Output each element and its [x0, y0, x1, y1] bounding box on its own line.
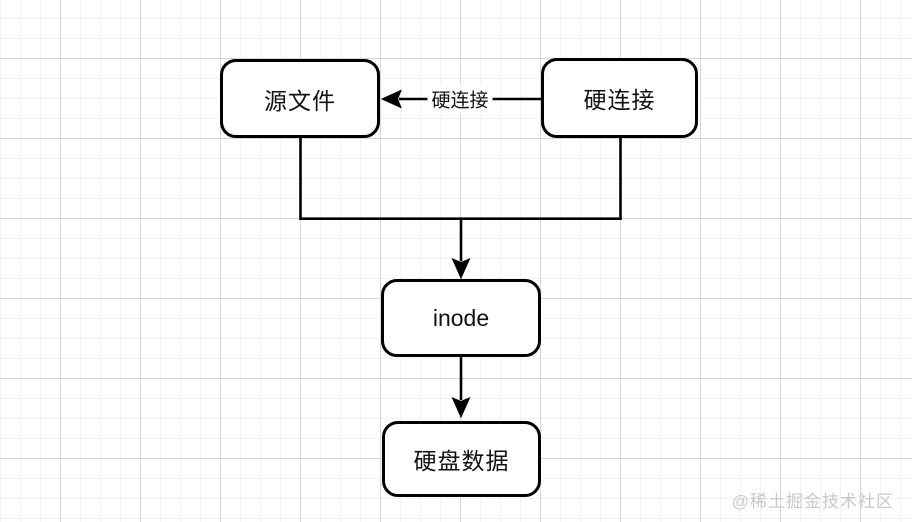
node-source-file: 源文件: [220, 59, 380, 138]
node-disk-data: 硬盘数据: [382, 421, 541, 497]
node-inode: inode: [381, 279, 541, 357]
edge-inode-to-disk-arrowhead-icon: [451, 397, 471, 419]
node-hard-link-label: 硬连接: [583, 87, 656, 113]
node-source-file-label: 源文件: [264, 87, 336, 114]
edge-merge-junction-line: [299, 138, 622, 220]
node-hard-link: 硬连接: [541, 58, 698, 138]
watermark: @稀土掘金技术社区: [731, 492, 894, 511]
node-inode-label: inode: [432, 304, 490, 331]
edge-hardlink-label: 硬连接: [427, 84, 493, 114]
node-disk-data-label: 硬盘数据: [413, 448, 510, 474]
edge-junction-to-inode-arrowhead-icon: [451, 258, 471, 280]
edge-hardlink-to-source-arrowhead-icon: [380, 89, 402, 109]
